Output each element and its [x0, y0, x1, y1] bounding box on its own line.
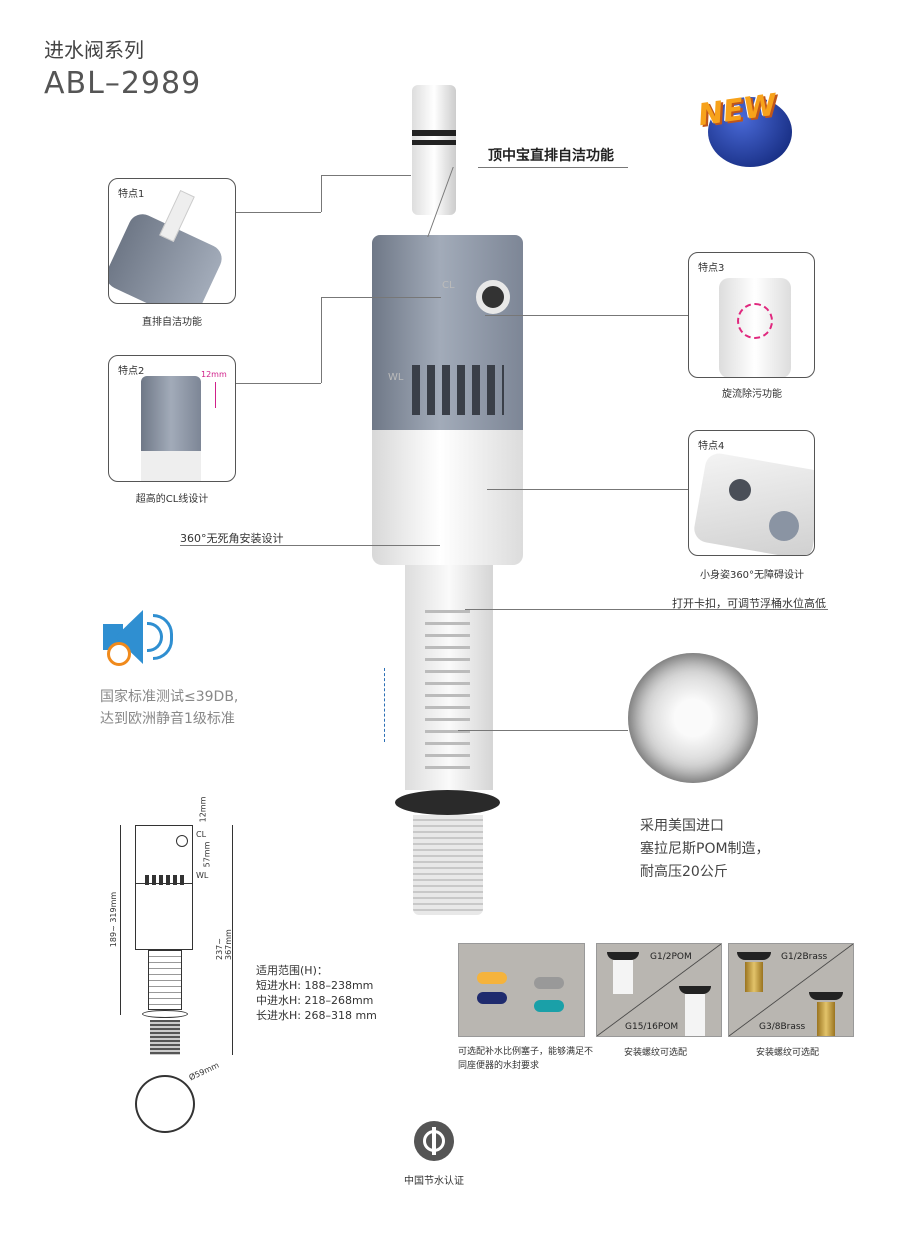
adjust-arrow-icon [384, 668, 385, 742]
noise-text-2: 达到欧洲静音1级标准 [100, 711, 235, 727]
top-cap [412, 85, 456, 215]
option-plugs-image [458, 943, 585, 1037]
technical-drawing: 189~ 319mm 237~ 367mm 12mm 57mm CL WL Ø5… [109, 795, 250, 1135]
range-block: 适用范围(H)： 短进水H: 188–238mm 中进水H: 218–268mm… [256, 964, 377, 1022]
callout-top-self-clean: 顶中宝直排自洁功能 [488, 148, 614, 164]
thread [413, 815, 483, 915]
feature-4-caption: 小身姿360°无障碍设计 [699, 570, 805, 581]
series-title: 进水阀系列 [44, 38, 144, 62]
new-badge: NEW [690, 85, 805, 167]
white-body [372, 430, 523, 565]
feature-3-card: 特点3 [688, 252, 815, 378]
feature-3-caption: 旋流除污功能 [722, 389, 782, 400]
cl-mark: CL [442, 280, 455, 291]
mute-speaker-icon [103, 610, 175, 668]
vent-slots [412, 365, 504, 415]
wl-mark: WL [388, 372, 404, 383]
gasket [395, 790, 500, 815]
feature-2-caption: 超高的CL线设计 [135, 494, 209, 505]
water-saving-cert-logo [414, 1121, 454, 1161]
callout-360-install: 360°无死角安装设计 [180, 532, 284, 545]
model-number: ABL–2989 [44, 66, 202, 101]
material-text-2: 塞拉尼斯POM制造， [640, 841, 770, 857]
material-text-1: 采用美国进口 [640, 818, 724, 834]
material-text-3: 耐高压20公斤 [640, 864, 728, 880]
feature-2-card: 特点2 12mm [108, 355, 236, 482]
feature-1-card: 特点1 [108, 178, 236, 304]
option-brass-image: G1/2Brass G3/8Brass [728, 943, 854, 1037]
option-pom-image: G1/2POM G15/16POM [596, 943, 722, 1037]
feature-4-card: 特点4 [688, 430, 815, 556]
option-3-caption: 安装螺纹可选配 [756, 1048, 820, 1058]
cert-caption: 中国节水认证 [404, 1176, 464, 1187]
noise-text-1: 国家标准测试≤39DB, [100, 689, 239, 705]
pom-granules-image [628, 653, 758, 783]
option-2-caption: 安装螺纹可选配 [624, 1048, 688, 1058]
option-1-caption: 可选配补水比例塞子，能够满足不同座便器的水封要求 [458, 1047, 594, 1071]
feature-1-caption: 直排自洁功能 [142, 317, 202, 328]
callout-clip-adjust: 打开卡扣，可调节浮桶水位高低 [672, 597, 826, 610]
